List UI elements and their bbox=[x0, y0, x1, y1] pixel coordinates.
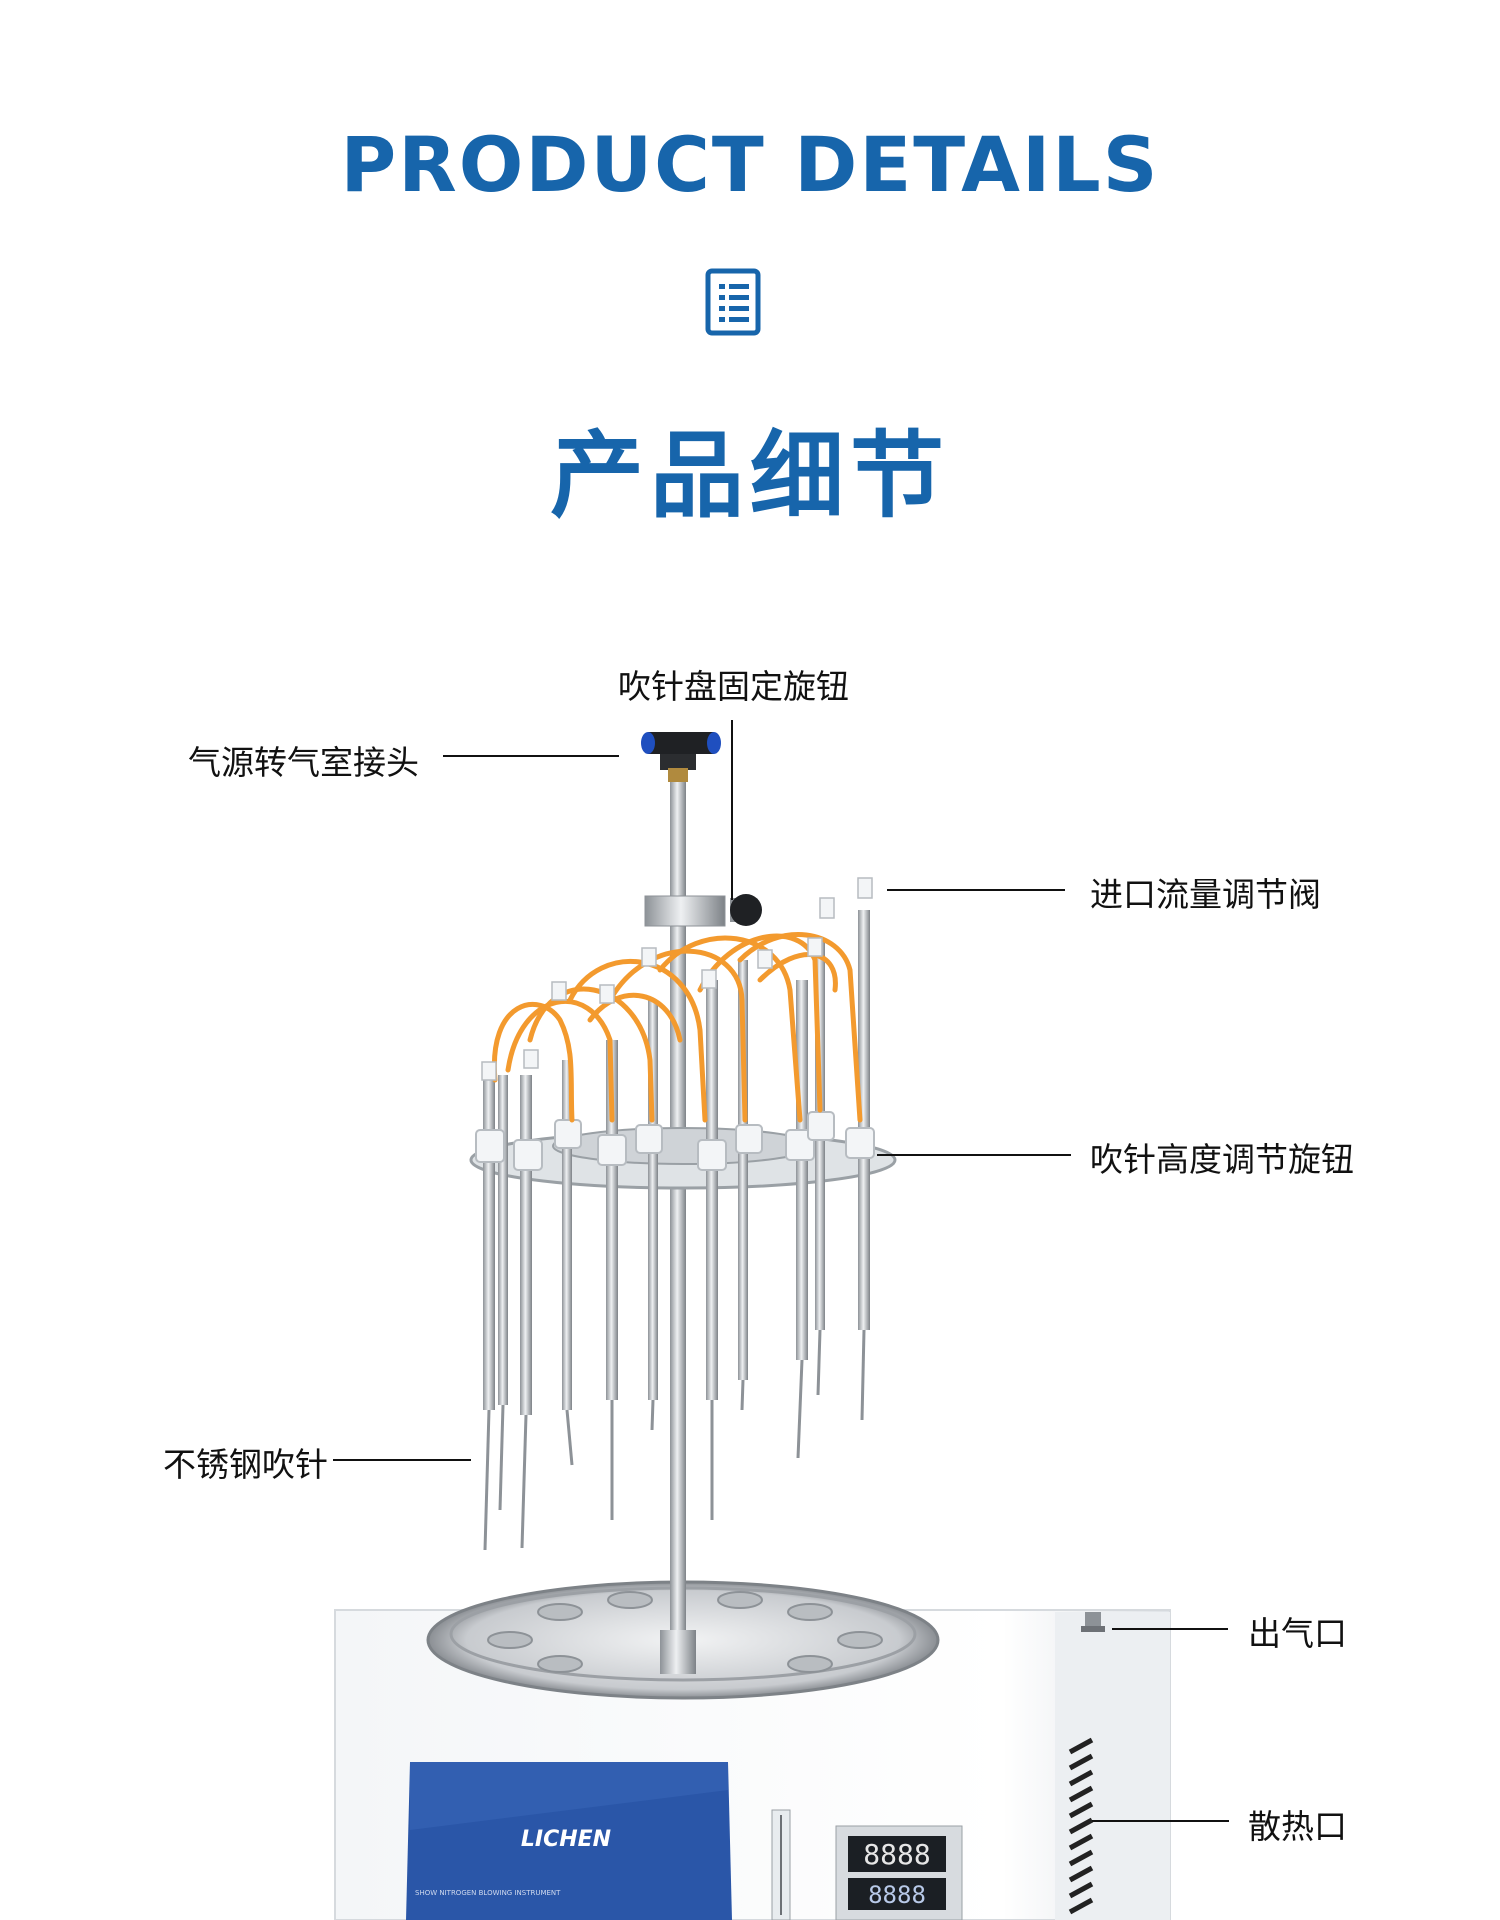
callout-line-needles bbox=[333, 1459, 471, 1461]
callout-line-valve bbox=[887, 889, 1065, 891]
brand-logo: LICHEN bbox=[521, 1827, 611, 1852]
display-top: 8888 bbox=[863, 1838, 930, 1871]
label-vent: 散热口 bbox=[1248, 1807, 1347, 1846]
page-title-cn: 产品细节 bbox=[549, 422, 950, 531]
callout-line-gas bbox=[443, 755, 619, 757]
label-outlet: 出气口 bbox=[1248, 1614, 1347, 1653]
label-needles: 不锈钢吹针 bbox=[163, 1445, 328, 1484]
panel-subtitle: SHOW NITROGEN BLOWING INSTRUMENT bbox=[415, 1889, 561, 1897]
label-blow-plate-knob: 吹针盘固定旋钮 bbox=[618, 667, 849, 706]
page-title-en: PRODUCT DETAILS bbox=[340, 120, 1160, 209]
vent-slots bbox=[1068, 1737, 1094, 1915]
label-gas-connector: 气源转气室接头 bbox=[188, 743, 419, 782]
label-inlet-valve: 进口流量调节阀 bbox=[1090, 875, 1321, 914]
callout-line-knob bbox=[731, 720, 733, 900]
label-height-knob: 吹针高度调节旋钮 bbox=[1090, 1140, 1354, 1179]
display-bottom: 8888 bbox=[868, 1881, 926, 1909]
callout-line-height bbox=[877, 1154, 1071, 1156]
document-list-icon bbox=[705, 268, 761, 336]
callout-line-outlet bbox=[1112, 1628, 1228, 1630]
callout-line-vent bbox=[1092, 1820, 1229, 1822]
needle-group bbox=[475, 910, 875, 1551]
nitrogen-blower-illustration: LICHEN SHOW NITROGEN BLOWING INSTRUMENT … bbox=[334, 732, 1171, 1920]
